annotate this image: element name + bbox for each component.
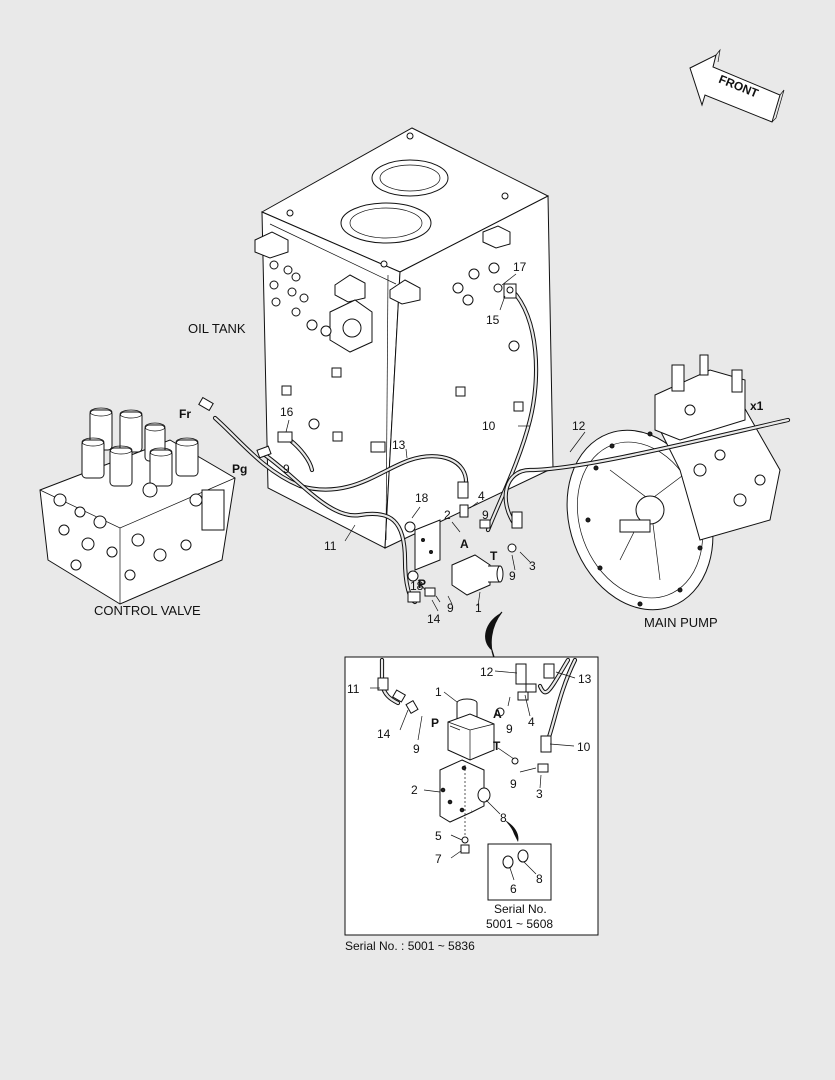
callout-1-a: 1 [475,601,482,615]
detail-pointer-arrow-icon [485,611,503,661]
inset-callout-4: 4 [528,715,535,729]
inset-callout-10: 10 [577,740,591,754]
inset-callout-9-a: 9 [413,742,420,756]
port-pg-label: Pg [232,462,247,476]
inset-callout-9-c: 9 [510,777,517,791]
inset-callout-9-b: 9 [506,722,513,736]
inset-callout-6: 6 [510,882,517,896]
serial-number-footer: Serial No. : 5001 ~ 5836 [345,939,475,953]
main-pump [566,354,781,611]
port-p-label: P [418,577,426,591]
inset-callout-2: 2 [411,783,418,797]
callout-14-a: 14 [427,612,441,626]
port-fr-label: Fr [179,407,191,421]
control-valve-label: CONTROL VALVE [94,603,201,618]
callout-2-a: 2 [444,508,451,522]
control-valve [39,407,236,605]
callout-16: 16 [280,405,294,419]
inset-port-t-label: T [493,739,501,753]
inset-callout-8-b: 8 [536,872,543,886]
callout-18-b: 18 [410,579,424,593]
inset-callout-1: 1 [435,685,442,699]
callout-12: 12 [572,419,586,433]
callout-13: 13 [392,438,406,452]
detail-inset: A T P 11 1 12 13 14 9 9 4 10 9 3 2 8 5 7… [344,656,599,936]
callout-17: 17 [513,260,527,274]
inset-callout-8-a: 8 [500,811,507,825]
port-a-label: A [460,537,469,551]
callout-9-d: 9 [447,601,454,615]
callout-4-a: 4 [478,489,485,503]
leader-lines [285,273,586,612]
callout-15: 15 [486,313,500,327]
inset-callout-12: 12 [480,665,494,679]
subinset-pointer-arrow-icon [505,820,519,842]
front-arrow-icon [689,48,785,123]
callout-10: 10 [482,419,496,433]
inset-callout-5: 5 [435,829,442,843]
callout-3-a: 3 [529,559,536,573]
inset-callout-14: 14 [377,727,391,741]
inset-serial-range: 5001 ~ 5608 [486,917,553,931]
inset-callout-13: 13 [578,672,592,686]
oil-tank-label: OIL TANK [188,321,246,336]
port-t-label: T [490,549,498,563]
hose-line-group [212,287,791,605]
callout-9-b: 9 [482,508,489,522]
callout-9-c: 9 [509,569,516,583]
main-pump-label: MAIN PUMP [644,615,718,630]
inset-callout-7: 7 [435,852,442,866]
callout-11: 11 [324,539,337,553]
main-view-callouts: 17 15 16 9 13 10 12 11 18 2 4 9 9 3 18 9… [280,260,586,626]
callout-9-a: 9 [283,462,290,476]
fittings [198,283,523,603]
inset-port-p-label: P [431,716,439,730]
inset-serial-label: Serial No. [494,902,547,916]
inset-port-a-label: A [493,707,502,721]
callout-18-a: 18 [415,491,429,505]
port-x1-label: x1 [750,399,764,413]
inset-callout-3: 3 [536,787,543,801]
inset-callout-11: 11 [347,682,360,696]
